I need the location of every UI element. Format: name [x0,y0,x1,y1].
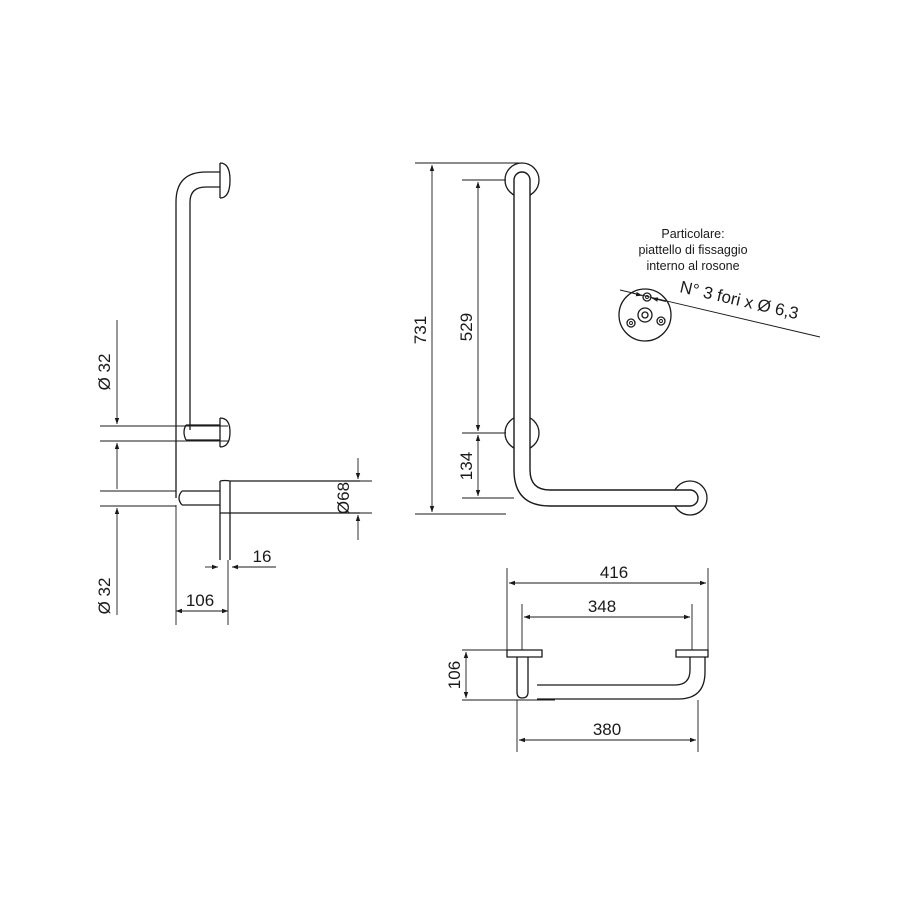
dim-line-dia-bottom [100,490,176,507]
dim-side-plate: 16 [253,547,272,566]
side-view-middle-rosette [183,417,231,448]
dim-side-depth: 106 [186,591,214,610]
dim-top-depth: 106 [445,661,464,689]
detail-fixing-plate: Particolare: piattello di fissaggio inte… [618,227,821,342]
detail-hole-3 [656,316,666,326]
detail-title-line3: interno al rosone [646,259,739,273]
dim-front-upper-span: 529 [457,313,476,341]
dim-front-total-height: 731 [411,316,430,344]
dim-side-dia-bottom: Ø 32 [95,578,114,615]
dim-top-base-width: 380 [593,720,621,739]
detail-title-line1: Particolare: [661,227,724,241]
detail-center-hole [637,307,653,323]
side-view-top-rosette [219,162,231,199]
detail-plate-circle [618,288,672,342]
top-view-left-rosette [506,649,543,699]
side-view-tube [175,171,220,498]
detail-hole-2 [626,318,636,328]
detail-title-line2: piattello di fissaggio [638,243,747,257]
side-view-bottom-tube [178,490,220,506]
dim-side-dia-top: Ø 32 [95,354,114,391]
front-view-tube [513,171,699,507]
dim-side-rosette: Ø68 [334,482,353,514]
dim-top-outer-width: 416 [600,563,628,582]
top-view-right-rosette [675,649,709,658]
top-view: 416 348 380 106 [445,563,709,752]
dim-front-lower-span: 134 [457,452,476,480]
dim-line-dia-top [100,425,228,442]
side-view-bottom-rosette [219,479,360,560]
dim-top-axis-width: 348 [588,597,616,616]
front-view: 731 529 134 [411,162,708,516]
top-view-tube [537,657,706,700]
side-view: Ø 32 Ø 32 106 16 Ø68 [95,162,372,625]
detail-holes-note: N° 3 fori x Ø 6,3 [678,277,800,323]
